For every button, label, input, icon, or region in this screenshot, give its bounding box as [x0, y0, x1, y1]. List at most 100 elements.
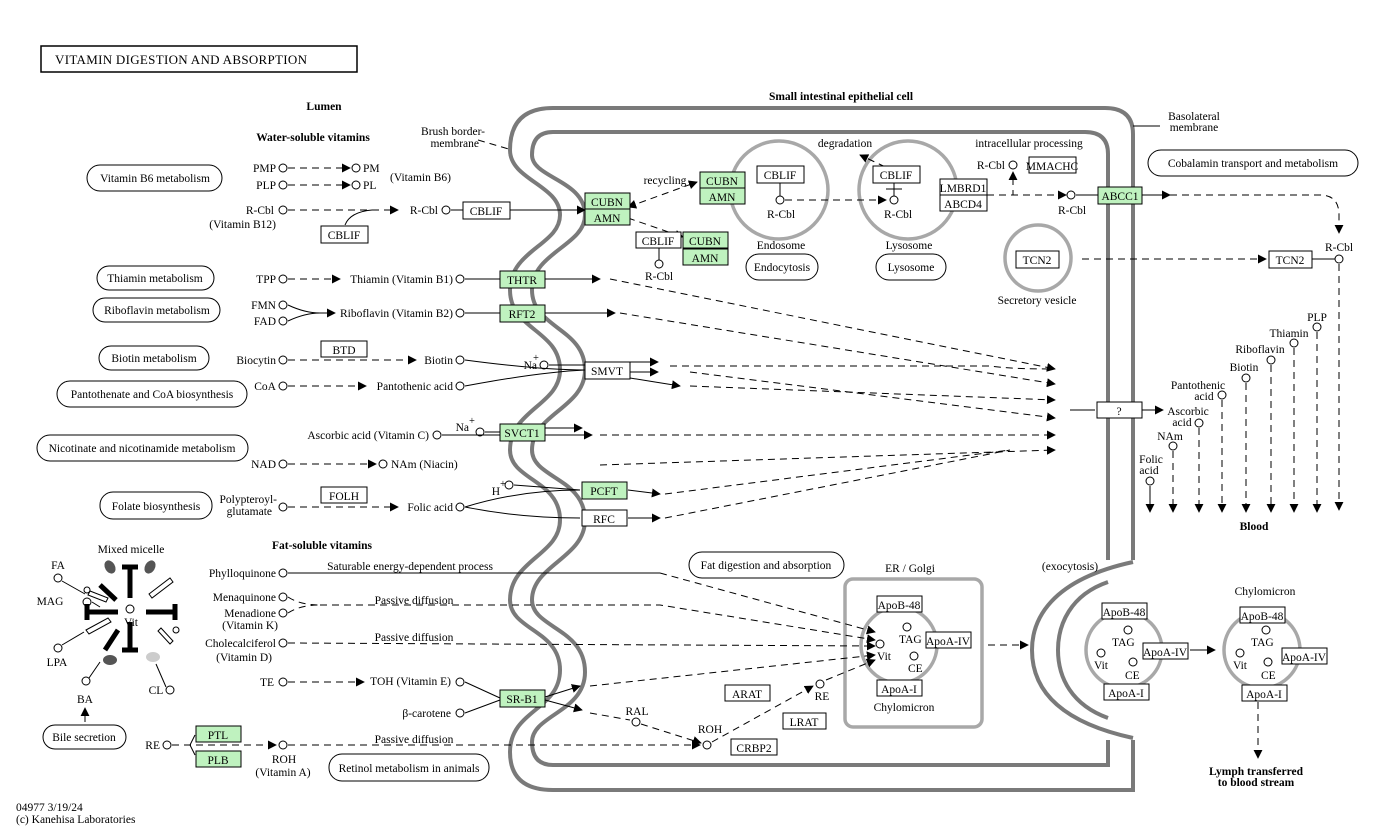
gene-cblif-rcbl[interactable]: CBLIF [462, 201, 511, 220]
svg-text:Retinol metabolism in animals: Retinol metabolism in animals [339, 763, 480, 775]
map-bile-secretion[interactable]: Bile secretion [42, 724, 127, 750]
gene-lrat[interactable]: LRAT [782, 712, 827, 730]
gene-sr-b1[interactable]: SR-B1 [499, 689, 546, 708]
gene-btd[interactable]: BTD [320, 340, 368, 358]
gene-plb[interactable]: PLB [195, 750, 242, 768]
cpd-pl: PL [363, 180, 376, 192]
gene-ptl[interactable]: PTL [195, 725, 242, 743]
gene-amn-1[interactable]: AMN [584, 208, 631, 226]
gene-apoa4-exo[interactable]: ApoA-IV [1142, 642, 1189, 660]
cpd-roh-lumen: ROH [272, 754, 296, 766]
cpd-polypteroyl-1: Polypteroyl- [220, 494, 278, 506]
map-cobalamin-transport[interactable]: Cobalamin transport and metabolism [1147, 149, 1359, 177]
svg-text:Fat digestion and absorption: Fat digestion and absorption [701, 560, 832, 572]
map-pantothenate-coa[interactable]: Pantothenate and CoA biosynthesis [56, 380, 248, 408]
cpd-vitamin-b12: (Vitamin B12) [209, 219, 276, 231]
gene-thtr[interactable]: THTR [499, 270, 546, 289]
lysosome-label: Lysosome [886, 240, 933, 252]
gene-arat[interactable]: ARAT [724, 684, 771, 702]
gene-abcd4[interactable]: ABCD4 [939, 194, 988, 212]
gene-tcn2-blood[interactable]: TCN2 [1268, 250, 1313, 269]
svg-text:SMVT: SMVT [591, 366, 623, 378]
svg-text:TCN2: TCN2 [1276, 255, 1305, 267]
gene-amn-2[interactable]: AMN [699, 187, 746, 205]
cpd-na-1: Na [524, 360, 537, 372]
svg-text:ABCD4: ABCD4 [944, 199, 982, 211]
map-fat-digestion[interactable]: Fat digestion and absorption [688, 551, 845, 579]
gene-mmachc[interactable]: MMACHC [1026, 156, 1079, 174]
gene-crbp2[interactable]: CRBP2 [730, 738, 778, 756]
gene-cubn-2[interactable]: CUBN [699, 171, 746, 189]
map-lysosome[interactable]: Lysosome [875, 253, 947, 281]
cpd-folic-acid: Folic acid [407, 502, 453, 514]
compound-circles [53, 160, 1344, 750]
gene-cubn-3[interactable]: CUBN [682, 231, 729, 249]
gene-rft2[interactable]: RFT2 [499, 304, 546, 323]
gene-apoa1-lymph[interactable]: ApoA-I [1241, 684, 1288, 702]
svg-text:SVCT1: SVCT1 [504, 428, 539, 440]
cpd-pantothenic-blood: Pantothenic [1171, 380, 1225, 392]
gene-svct1[interactable]: SVCT1 [499, 423, 546, 442]
brush-border-label-2: membrane [430, 138, 479, 150]
cpd-vitamin-d: (Vitamin D) [216, 652, 272, 664]
cpd-lpa: LPA [47, 657, 68, 669]
label-intracellular-processing: intracellular processing [975, 138, 1083, 150]
svg-text:ApoA-IV: ApoA-IV [1282, 652, 1327, 664]
cpd-tag-1: TAG [899, 634, 922, 646]
map-thiamin-metabolism[interactable]: Thiamin metabolism [96, 265, 215, 291]
svg-text:AMN: AMN [692, 253, 720, 265]
footer-id: 04977 3/19/24 [16, 802, 83, 814]
gene-lmbrd1[interactable]: LMBRD1 [939, 178, 988, 196]
svg-text:Bile secretion: Bile secretion [52, 732, 116, 744]
map-folate-biosynthesis[interactable]: Folate biosynthesis [99, 491, 213, 520]
svg-text:Folate biosynthesis: Folate biosynthesis [112, 501, 201, 513]
gene-apob48-exo[interactable]: ApoB-48 [1101, 602, 1148, 620]
gene-cblif-recycle[interactable]: CBLIF [635, 231, 682, 249]
cpd-fmn: FMN [251, 300, 277, 312]
gene-pcft[interactable]: PCFT [581, 481, 628, 500]
gene-folh[interactable]: FOLH [320, 486, 368, 504]
footer-copyright: (c) Kanehisa Laboratories [16, 814, 136, 826]
cpd-fa: FA [51, 560, 66, 572]
svg-text:PLB: PLB [207, 755, 228, 767]
map-nicotinate-nicotinamide[interactable]: Nicotinate and nicotinamide metabolism [36, 434, 249, 462]
gene-apob48-lymph[interactable]: ApoB-48 [1239, 606, 1286, 624]
svg-text:MMACHC: MMACHC [1026, 161, 1079, 173]
map-riboflavin-metabolism[interactable]: Riboflavin metabolism [92, 297, 221, 323]
cpd-ce-2: CE [1125, 670, 1140, 682]
gene-cblif-lysosome[interactable]: CBLIF [872, 165, 921, 184]
gene-apoa1-er[interactable]: ApoA-I [876, 679, 923, 697]
gene-apoa4-er[interactable]: ApoA-IV [925, 631, 972, 649]
svg-text:Biotin metabolism: Biotin metabolism [111, 353, 196, 365]
gene-apob48-er[interactable]: ApoB-48 [876, 595, 923, 613]
cpd-roh-cell: ROH [698, 724, 722, 736]
gene-cblif-endosome[interactable]: CBLIF [756, 165, 805, 184]
gene-abcc1[interactable]: ABCC1 [1097, 186, 1143, 205]
cpd-mag: MAG [37, 596, 64, 608]
map-retinol-metabolism[interactable]: Retinol metabolism in animals [328, 753, 490, 782]
gene-amn-3[interactable]: AMN [682, 248, 729, 266]
water-soluble-label: Water-soluble vitamins [256, 132, 370, 144]
map-endocytosis[interactable]: Endocytosis [745, 253, 819, 281]
map-biotin-metabolism[interactable]: Biotin metabolism [98, 345, 210, 371]
label-degradation: degradation [818, 138, 873, 150]
cpd-plp: PLP [256, 180, 276, 192]
map-vitamin-b6-metabolism[interactable]: Vitamin B6 metabolism [86, 164, 223, 192]
blood-label: Blood [1240, 521, 1269, 533]
cpd-rcbl-lysosome: R-Cbl [884, 209, 912, 221]
endosome-label: Endosome [757, 240, 806, 252]
gene-apoa1-exo[interactable]: ApoA-I [1103, 683, 1150, 701]
gene-rfc[interactable]: RFC [581, 509, 628, 527]
gene-cubn-1[interactable]: CUBN [584, 192, 631, 210]
cpd-phylloquinone: Phylloquinone [209, 568, 276, 580]
cpd-riboflavin-b2: Riboflavin (Vitamin B2) [340, 308, 453, 320]
gene-unknown-transporter[interactable]: ? [1096, 401, 1143, 419]
cpd-tag-3: TAG [1251, 637, 1274, 649]
gene-smvt[interactable]: SMVT [584, 361, 631, 380]
gene-cblif-lumen[interactable]: CBLIF [320, 225, 369, 244]
cpd-na-2-charge: + [469, 416, 475, 427]
cpd-nam-niacin: NAm (Niacin) [391, 459, 458, 471]
gene-apoa4-lymph[interactable]: ApoA-IV [1281, 647, 1328, 665]
gene-tcn2-vesicle[interactable]: TCN2 [1015, 250, 1060, 269]
mixed-micelle [61, 560, 180, 688]
